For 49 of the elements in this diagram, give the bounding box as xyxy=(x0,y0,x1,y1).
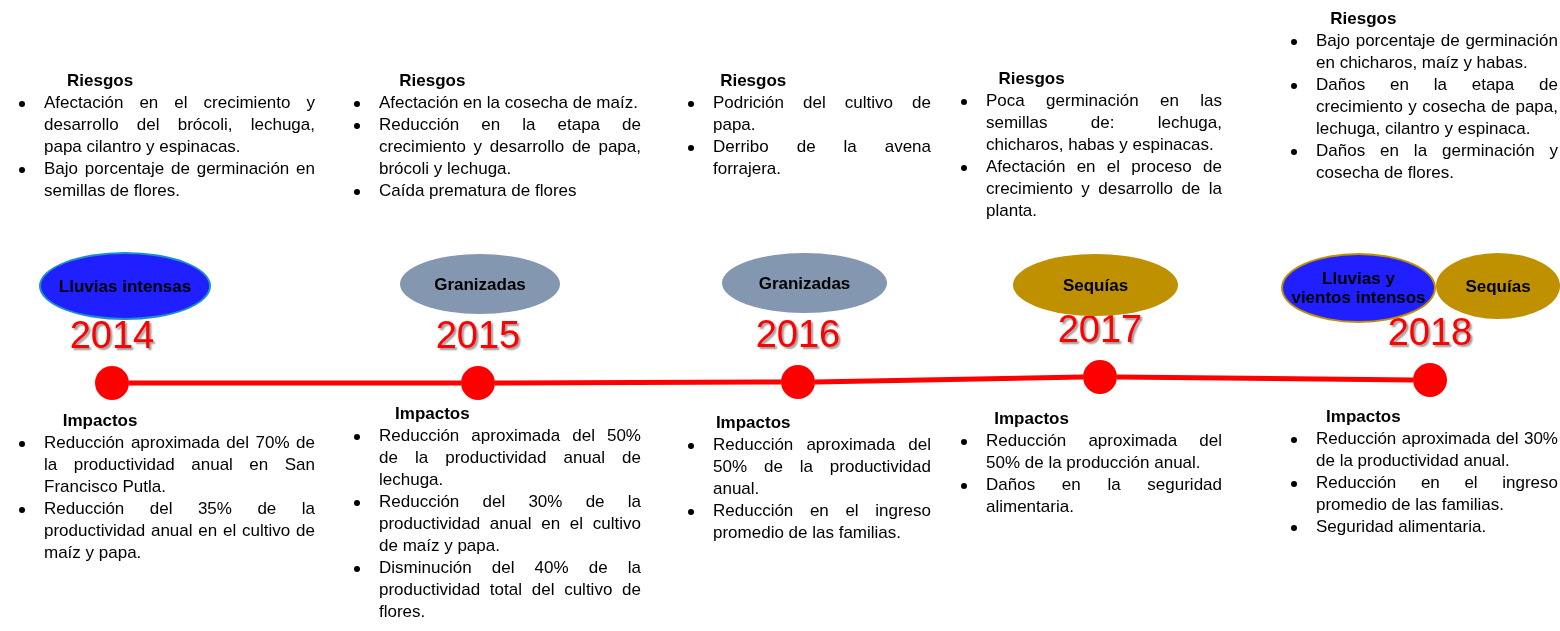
bullet-text: Daños en la seguridad alimentaria. xyxy=(986,474,1222,518)
year-label: 2014 xyxy=(68,315,156,355)
bullet-text: Afectación en el crecimiento y desarrollo del brócoli, lechuga, papa cilantro y espinacas. xyxy=(44,92,315,158)
event-label: Sequías xyxy=(1464,276,1532,296)
bullet-text: Reducción aproximada del 50% de la producción anual. xyxy=(986,430,1222,474)
bullet-text: Daños en la etapa de crecimiento y cosecha de papa, lechuga, cilantro y espinaca. xyxy=(1316,74,1558,140)
timeline-line xyxy=(129,380,461,386)
bullet-text: Reducción aproximada del 70% de la productividad anual en San Francisco Putla. xyxy=(44,432,315,498)
bullet-text: Reducción aproximada del 50% de la productividad anual. xyxy=(713,434,931,500)
section-heading: Riesgos xyxy=(398,70,467,92)
year-label: 2017 xyxy=(1056,309,1144,349)
timeline-line xyxy=(495,379,781,386)
section-heading: Riesgos xyxy=(997,68,1066,90)
bullet-text: Reducción aproximada del 30% de la productividad anual. xyxy=(1316,428,1558,472)
event-label: Lluvias y vientos intensos xyxy=(1290,269,1427,307)
section-heading: Impactos xyxy=(394,403,471,425)
bullet-text: Derribo de la avena forrajera. xyxy=(713,136,931,180)
section-heading: Riesgos xyxy=(719,70,788,92)
year-label: 2015 xyxy=(434,315,522,355)
event-label: Granizadas xyxy=(757,273,852,293)
bullet-text: Reducción en la etapa de crecimiento y desarrollo de papa, brócoli y lechuga. xyxy=(379,114,641,180)
bullet-text: Reducción aproximada del 50% de la productividad anual de lechuga. xyxy=(379,425,641,491)
section-heading: Impactos xyxy=(1325,406,1402,428)
event-label: Sequías xyxy=(1061,275,1130,295)
bullet-text: Bajo porcentaje de germinación en chicharos, maíz y habas. xyxy=(1316,30,1558,74)
bullet-text: Reducción en el ingreso promedio de las familias. xyxy=(1316,472,1558,516)
bullet-text: Bajo porcentaje de germinación en semillas de flores. xyxy=(44,158,315,202)
section-heading: Impactos xyxy=(714,412,792,434)
bullet-text: Reducción del 30% de la productividad anual en el cultivo de maíz y papa. xyxy=(379,491,641,557)
section-heading: Riesgos xyxy=(1329,8,1398,30)
bullet-text: Caída prematura de flores xyxy=(379,180,578,202)
bullet-text: Afectación en el proceso de crecimiento y desarrollo de la planta. xyxy=(986,156,1222,222)
year-label: 2018 xyxy=(1386,312,1474,352)
bullet-text: Afectación en la cosecha de maíz. xyxy=(379,92,639,114)
timeline-line xyxy=(814,374,1084,385)
bullet-text: Seguridad alimentaria. xyxy=(1316,516,1488,538)
section-heading: Riesgos xyxy=(66,70,135,92)
bullet-text: Disminución del 40% de la productividad total del cultivo de flores. xyxy=(379,557,641,623)
bullet-text: Daños en la germinación y cosecha de flores. xyxy=(1316,140,1558,184)
year-label: 2016 xyxy=(754,314,842,354)
bullet-text: Reducción del 35% de la productividad anual en el cultivo de maíz y papa. xyxy=(44,498,315,564)
event-label: Lluvias intensas xyxy=(57,276,193,296)
section-heading: Impactos xyxy=(61,410,139,432)
timeline-line xyxy=(1116,374,1414,383)
bullet-text: Poca germinación en las semillas de: lechuga, chicharos, habas y espinacas. xyxy=(986,90,1222,156)
bullet-text: Podrición del cultivo de papa. xyxy=(713,92,931,136)
bullet-text: Reducción en el ingreso promedio de las familias. xyxy=(713,500,931,544)
section-heading: Impactos xyxy=(993,408,1070,430)
event-label: Granizadas xyxy=(433,274,527,294)
